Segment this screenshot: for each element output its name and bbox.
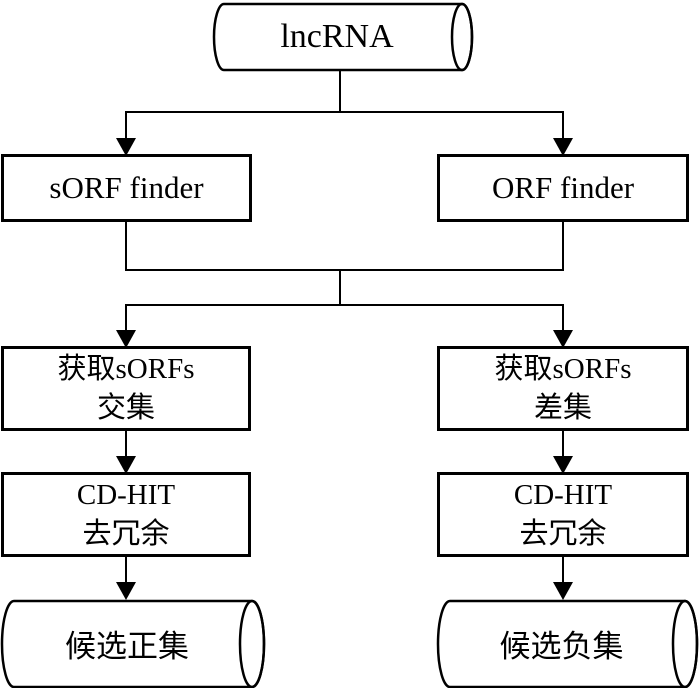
arrowhead-down-icon [116, 330, 136, 348]
node-get-sorfs-difference-line1: 获取sORFs [494, 352, 632, 385]
connector-cdhit-to-results [125, 557, 564, 586]
node-orf-finder: ORF finder [437, 154, 689, 222]
node-lncrna-label: lncRNA [280, 18, 394, 55]
node-get-sorfs-intersection: 获取sORFs 交集 [1, 346, 251, 431]
node-cdhit-right-line1: CD-HIT [513, 478, 613, 511]
arrowhead-down-icon [553, 330, 573, 348]
connector-lncrna-split [125, 70, 564, 142]
node-cdhit-right-line2: 去冗余 [519, 517, 607, 550]
node-get-sorfs-difference-line2: 差集 [533, 391, 592, 424]
node-positive-set-label: 候选正集 [65, 629, 189, 664]
node-get-sorfs-difference: 获取sORFs 差集 [437, 346, 689, 431]
node-cdhit-left-line1: CD-HIT [76, 478, 176, 511]
node-orf-finder-label: ORF finder [491, 170, 635, 205]
positive-set-cylinder-cap [238, 599, 266, 688]
connector-sets-to-cdhit [125, 431, 564, 460]
arrowhead-down-icon [553, 456, 573, 474]
negative-set-cylinder-cap [671, 599, 699, 688]
connector-merge-split [125, 222, 564, 334]
arrowhead-down-icon [553, 138, 573, 156]
node-sorf-finder: sORF finder [1, 154, 252, 222]
arrowhead-down-icon [116, 456, 136, 474]
node-sorf-finder-label: sORF finder [49, 170, 204, 205]
node-cdhit-left-line2: 去冗余 [82, 517, 170, 550]
node-get-sorfs-intersection-line2: 交集 [96, 391, 155, 424]
arrowhead-down-icon [553, 582, 573, 600]
arrowhead-down-icon [116, 582, 136, 600]
lncrna-cylinder-cap [450, 2, 474, 72]
arrowhead-down-icon [116, 138, 136, 156]
node-get-sorfs-intersection-line1: 获取sORFs [57, 352, 195, 385]
node-negative-set-label: 候选负集 [499, 629, 624, 664]
node-cdhit-right: CD-HIT 去冗余 [437, 472, 689, 557]
node-cdhit-left: CD-HIT 去冗余 [1, 472, 251, 557]
